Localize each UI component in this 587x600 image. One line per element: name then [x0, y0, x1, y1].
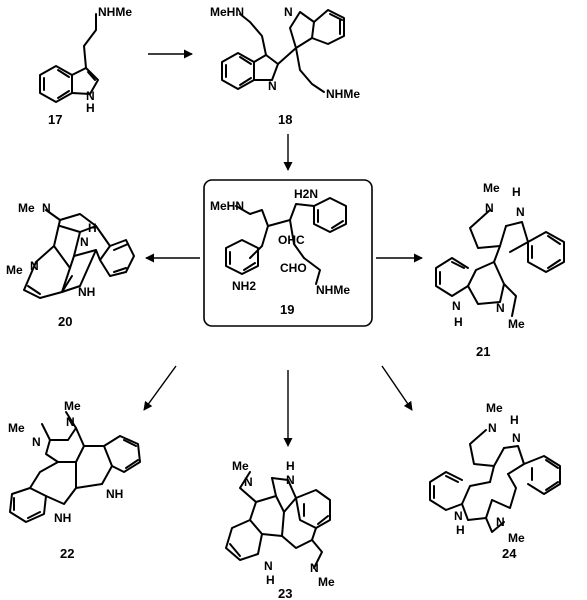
n-label-3: N [454, 509, 463, 523]
me-label-2: Me [8, 421, 25, 435]
me-label: Me [486, 401, 503, 415]
compound-21: Me N H N N H N Me 21 [435, 181, 565, 359]
n-label-4: N [496, 301, 505, 315]
h-label: H [86, 101, 95, 115]
n-label-2: N [286, 473, 295, 487]
highlight-box [203, 179, 373, 327]
n-label: N [244, 475, 253, 489]
compound-20: Me N H N Me N NH 20 [6, 201, 135, 329]
h-label: H [88, 221, 97, 235]
compound-label: 21 [476, 344, 490, 359]
nh-label-2: NH [54, 511, 71, 525]
me-label-2: Me [508, 531, 525, 545]
n-label-2: N [80, 235, 89, 249]
n-label-2: N [512, 431, 521, 445]
me-label-2: Me [6, 263, 23, 277]
n-label-2: N [32, 435, 41, 449]
nh-label: NH [78, 285, 95, 299]
nh2-label: NH2 [232, 279, 256, 293]
me-label-2: Me [508, 317, 525, 331]
compound-label: 23 [278, 586, 292, 600]
arrow-19-to-22 [143, 365, 177, 411]
h-label-2: H [454, 315, 463, 329]
h-label: H [512, 185, 521, 199]
n-label-3: N [264, 559, 273, 573]
mehn-label: MeHN [210, 5, 244, 19]
arrow-19-to-24 [381, 365, 413, 411]
me-label: Me [64, 399, 81, 413]
me-label: Me [232, 459, 249, 473]
compound-label: 17 [48, 112, 62, 127]
nh-label: NH [106, 487, 123, 501]
compound-label: 22 [60, 546, 74, 561]
nhme-label: NHMe [326, 87, 360, 101]
me-label: Me [18, 201, 35, 215]
compound-18: MeHN N N NHMe 18 [210, 5, 360, 127]
compound-label: 24 [502, 546, 517, 561]
n-label: N [42, 201, 51, 215]
n-label: N [488, 421, 497, 435]
me-label: Me [483, 181, 500, 195]
n-label: N [86, 89, 95, 103]
me-label-2: Me [318, 575, 335, 589]
ohc-label: OHC [278, 233, 305, 247]
compound-24: Me N H N N H N Me 24 [429, 401, 561, 561]
cho-label: CHO [280, 261, 307, 275]
compound-17: NHMe N H 17 [39, 5, 132, 127]
compound-23: Me N H N N H N Me 23 [225, 459, 335, 600]
h-label-2: H [456, 523, 465, 537]
compound-19: MeHN H2N OHC CHO NH2 NHMe 19 [203, 179, 373, 327]
mehn-label: MeHN [210, 199, 244, 213]
n-label-4: N [310, 561, 319, 575]
n-label-3: N [30, 259, 39, 273]
n-label-2: N [516, 205, 525, 219]
n-label: N [284, 5, 293, 19]
n-label-2: N [268, 79, 277, 93]
h-label-2: H [266, 573, 275, 587]
compound-label: 20 [58, 314, 72, 329]
n-label-3: N [452, 299, 461, 313]
compound-22: Me N Me N NH NH 22 [8, 399, 141, 561]
compound-label: 18 [278, 112, 292, 127]
n-label-4: N [496, 515, 505, 529]
nhme-label: NHMe [316, 283, 350, 297]
h-label: H [510, 413, 519, 427]
n-label: N [485, 201, 494, 215]
n-label: N [66, 415, 75, 429]
h-label: H [286, 459, 295, 473]
compound-label: 19 [280, 302, 294, 317]
nhme-label: NHMe [98, 5, 132, 19]
h2n-label: H2N [294, 187, 318, 201]
